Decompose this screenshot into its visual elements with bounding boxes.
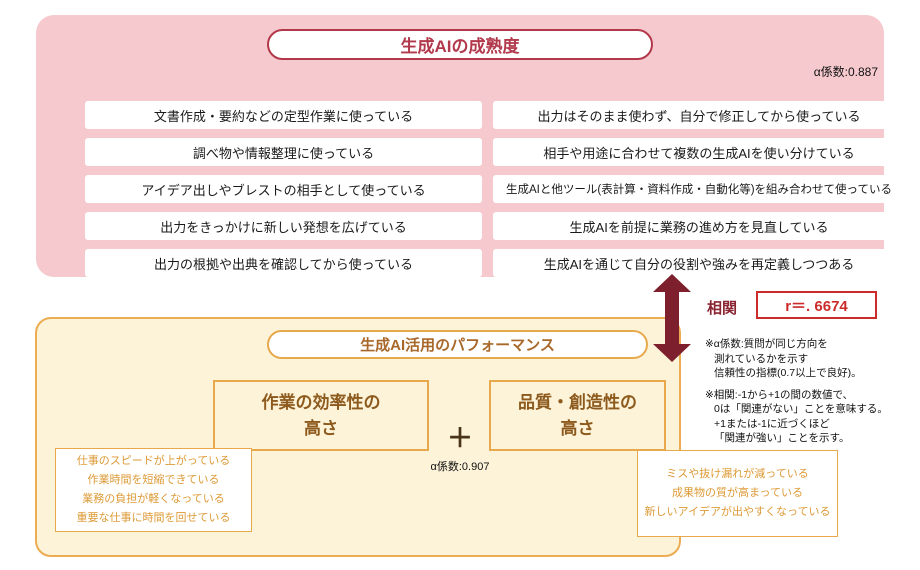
quality-examples-box: ミスや抜け漏れが減っている 成果物の質が高まっている 新しいアイデアが出やすくな… — [637, 450, 838, 537]
efficiency-box: 作業の効率性の 高さ — [213, 380, 429, 451]
correlation-note-line: ※相関:-1から+1の間の数値で、 — [705, 388, 854, 401]
alpha-note-line: ※α係数:質問が同じ方向を — [705, 338, 828, 350]
alpha-note: ※α係数:質問が同じ方向を 測れているかを示す 信頼性の指標(0.7以上で良好)… — [705, 337, 910, 381]
efficiency-example: 重要な仕事に時間を回せている — [76, 512, 231, 524]
maturity-left-column: 文書作成・要約などの定型作業に使っている 調べ物や情報整理に使っている アイデア… — [85, 101, 482, 277]
alpha-note-line: 信頼性の指標(0.7以上で良好)。 — [714, 367, 862, 379]
maturity-item: 生成AIを前提に業務の進め方を見直している — [493, 212, 905, 240]
quality-box: 品質・創造性の 高さ — [489, 380, 666, 451]
maturity-item: アイデア出しやブレストの相手として使っている — [85, 175, 482, 203]
quality-example: ミスや抜け漏れが減っている — [666, 468, 809, 480]
performance-title: 生成AI活用のパフォーマンス — [267, 330, 648, 359]
quality-example: 成果物の質が高まっている — [671, 487, 803, 499]
maturity-item: 生成AIと他ツール(表計算・資料作成・自動化等)を組み合わせて使っている — [493, 175, 905, 203]
alpha-note-line: 測れているかを示す — [714, 352, 809, 365]
correlation-arrow-icon — [653, 274, 691, 362]
correlation-label: 相関 — [707, 300, 738, 317]
efficiency-example: 業務の負担が軽くなっている — [82, 493, 225, 505]
correlation-note-line: 「関連が強い」ことを示す。 — [714, 432, 850, 444]
efficiency-example: 仕事のスピードが上がっている — [76, 455, 231, 467]
efficiency-example: 作業時間を短縮できている — [87, 474, 220, 486]
alpha-coefficient-performance: α係数:0.907 — [430, 461, 490, 473]
alpha-coefficient-maturity: α係数:0.887 — [813, 65, 878, 79]
correlation-note-line: 0は「関連がない」ことを意味する。 — [714, 403, 888, 415]
maturity-item: 生成AIを通じて自分の役割や強みを再定義しつつある — [493, 249, 905, 277]
plus-sign: ＋ — [446, 423, 473, 453]
efficiency-examples-box: 仕事のスピードが上がっている 作業時間を短縮できている 業務の負担が軽くなってい… — [55, 448, 252, 532]
correlation-note: ※相関:-1から+1の間の数値で、 0は「関連がない」ことを意味する。 +1また… — [705, 388, 910, 446]
maturity-title: 生成AIの成熟度 — [267, 29, 653, 60]
maturity-item: 文書作成・要約などの定型作業に使っている — [85, 101, 482, 129]
correlation-note-line: +1または-1に近づくほど — [714, 417, 830, 430]
maturity-item: 調べ物や情報整理に使っている — [85, 138, 482, 166]
maturity-item: 相手や用途に合わせて複数の生成AIを使い分けている — [493, 138, 905, 166]
footnotes: ※α係数:質問が同じ方向を 測れているかを示す 信頼性の指標(0.7以上で良好)… — [705, 337, 910, 453]
maturity-right-column: 出力はそのまま使わず、自分で修正してから使っている 相手や用途に合わせて複数の生… — [493, 101, 905, 277]
quality-example: 新しいアイデアが出やすくなっている — [644, 506, 831, 518]
maturity-item: 出力はそのまま使わず、自分で修正してから使っている — [493, 101, 905, 129]
maturity-item: 出力の根拠や出典を確認してから使っている — [85, 249, 482, 277]
correlation-value: r＝. 6674 — [756, 291, 877, 319]
maturity-item: 出力をきっかけに新しい発想を広げている — [85, 212, 482, 240]
